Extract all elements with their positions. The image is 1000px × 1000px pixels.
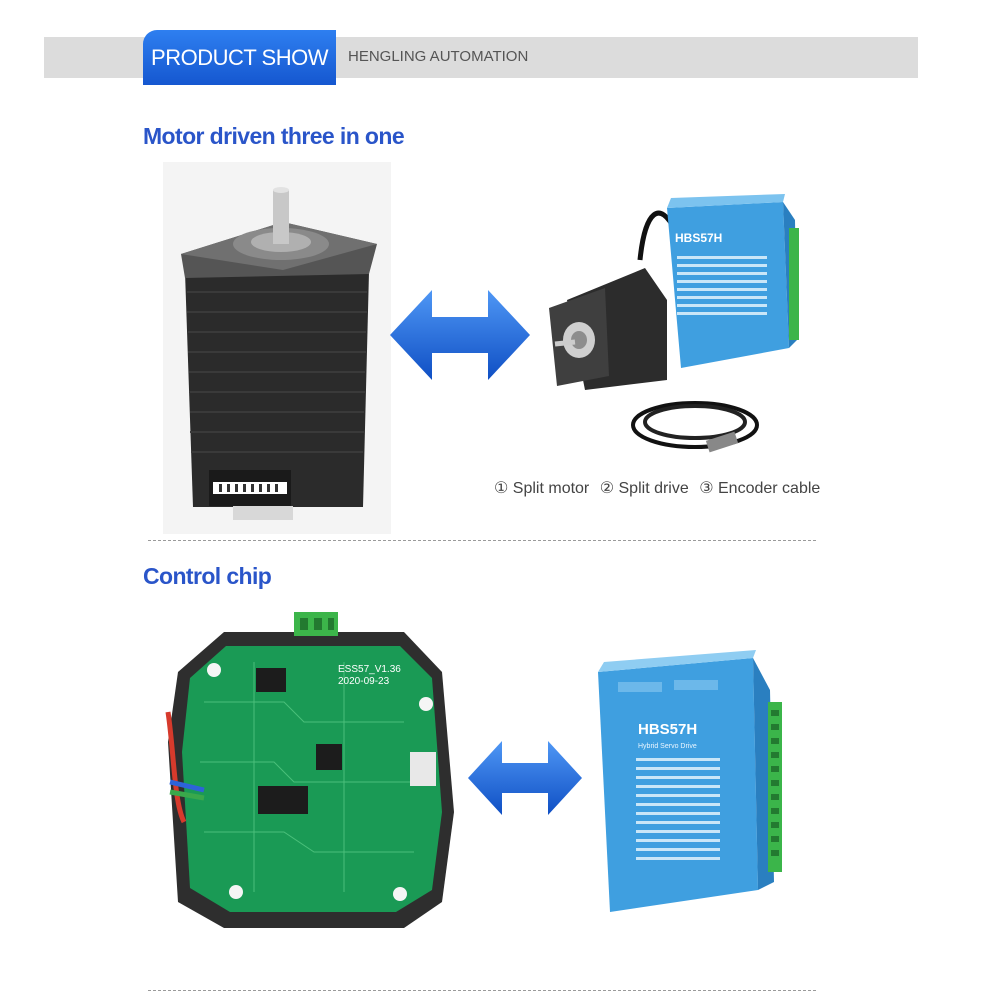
caption-encoder-cable: ③ Encoder cable: [699, 480, 821, 497]
double-arrow-icon-2: [468, 741, 582, 815]
control-board-image: ESS57_V1.36 2020-09-23: [165, 612, 454, 928]
stepper-motor-image: [163, 162, 391, 534]
board-date-label: 2020-09-23: [338, 676, 390, 687]
section-title-chip: Control chip: [143, 563, 272, 589]
caption-split-drive: ② Split drive: [599, 480, 689, 497]
split-motor-drive-image: HBS57H: [549, 194, 799, 453]
board-version-label: ESS57_V1.36: [338, 664, 401, 675]
driver-sub-label: Hybrid Servo Drive: [638, 743, 697, 750]
double-arrow-icon: [390, 290, 530, 380]
section-divider-1: [148, 540, 816, 541]
caption-split-motor: ① Split motor: [494, 480, 590, 497]
section-divider-2: [148, 990, 816, 991]
components-caption: ① Split motor ② Split drive ③ Encoder ca…: [494, 478, 826, 498]
company-name: HENGLING AUTOMATION: [348, 48, 529, 65]
section-title-motor: Motor driven three in one: [143, 123, 405, 149]
driver-label-small: HBS57H: [675, 231, 722, 245]
product-show-tab[interactable]: PRODUCT SHOW: [143, 30, 336, 85]
driver-label-large: HBS57H: [638, 721, 697, 738]
hbs57h-driver-image: HBS57H Hybrid Servo Drive: [598, 650, 782, 912]
